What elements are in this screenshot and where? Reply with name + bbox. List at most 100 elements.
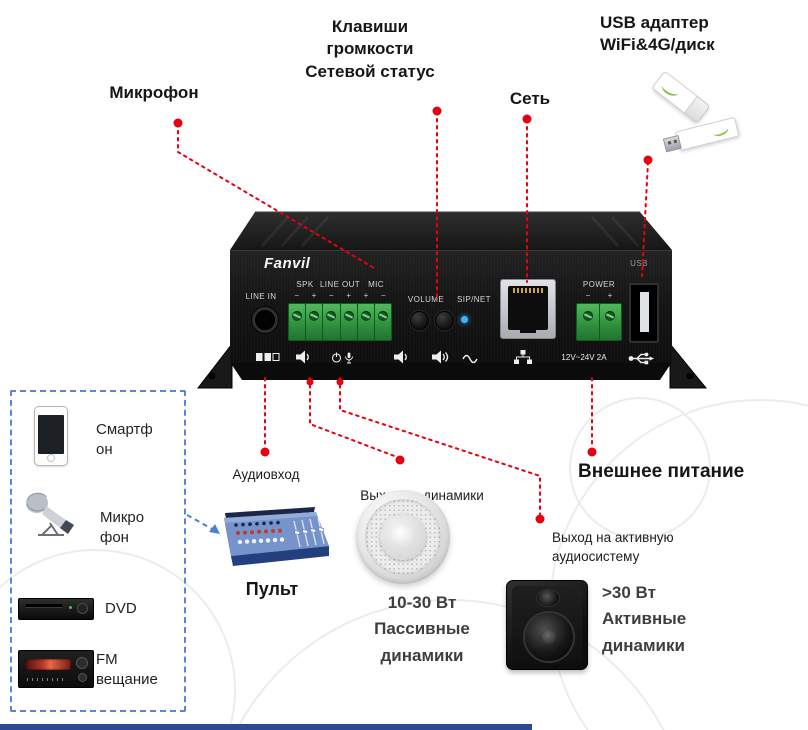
fm-dial-display: [25, 659, 71, 670]
volume-down-button: [410, 311, 429, 330]
line-out-label: LINE OUT: [319, 280, 361, 289]
power-label: POWER: [582, 280, 616, 289]
device-fanvil-paging-gateway: Fanvil LINE IN SPK LINE OUT MIC − + − + …: [196, 208, 708, 392]
active-speaker-image: [506, 580, 588, 670]
ethernet-port-slot: [508, 286, 548, 333]
network-nodes-icon: [514, 350, 532, 364]
polarity-mark: −: [585, 291, 591, 300]
brand-logo: Fanvil: [264, 255, 311, 272]
passive-ceiling-speaker-image: [356, 490, 450, 584]
spk-label: SPK: [296, 280, 314, 289]
audio-wave-icon: [462, 354, 478, 364]
dongle-logo: [711, 122, 730, 139]
passive-line3: динамики: [380, 645, 464, 665]
callout-usb-adapter: USB адаптер WiFi&4G/диск: [600, 12, 800, 57]
mic-symbol-icon: [344, 352, 354, 364]
terminal-pin: [577, 304, 599, 340]
mixer-console-image: [224, 507, 329, 566]
mic-label: MIC: [368, 280, 384, 289]
footer-accent-bar: [0, 724, 532, 730]
callout-microphone: Микрофон: [109, 83, 199, 102]
usb-trident-icon: [628, 352, 654, 365]
device-front-panel: Fanvil LINE IN SPK LINE OUT MIC − + − + …: [230, 250, 672, 365]
source-label-fm: FM вещание: [96, 651, 158, 689]
power-terminal-block: [576, 303, 622, 341]
passive-line2: Пассивные: [374, 619, 470, 639]
usb-4g-dongle: [662, 116, 740, 152]
fm-tuner-image: [18, 650, 94, 688]
sip-net-label: SIP/NET: [457, 295, 491, 304]
fm-scale-ticks: [27, 678, 67, 681]
audio-sources-group: Смартфон Микрофон DVD FM вещание: [10, 390, 186, 712]
dongle-logo: [660, 79, 682, 99]
power-polarity-row: − +: [577, 291, 621, 300]
terminal-pin: [289, 304, 306, 340]
passive-line1: 10-30 Вт: [387, 593, 457, 612]
spk-lineout-mic-terminal-block: [288, 303, 392, 341]
loud-speaker-icon: [432, 350, 452, 364]
dvd-player-image: [18, 598, 94, 620]
speaker-woofer: [523, 611, 575, 663]
terminal-pin: [323, 304, 340, 340]
polarity-mark: −: [328, 291, 334, 300]
dvd-knob: [77, 603, 88, 614]
ethernet-port: [500, 279, 556, 339]
label-mixer: Пульт: [245, 579, 299, 599]
active-line2: Активные: [602, 609, 687, 629]
left-ear-screw-hole: [208, 372, 216, 380]
usb-wifi-dongle: [651, 70, 711, 124]
speaker-icon: [296, 350, 312, 364]
sip-net-led: [461, 316, 468, 323]
dvd-led: [69, 606, 72, 609]
power-rating-label: 12V~24V 2A: [561, 353, 607, 362]
active-output-line1: Выход на активную: [552, 530, 674, 545]
volume-label: VOLUME: [407, 295, 445, 304]
source-label-microphone: Микрофон: [100, 509, 145, 547]
fm-knob: [76, 657, 88, 669]
ethernet-port-pins: [513, 288, 543, 293]
callout-network: Сеть: [509, 89, 551, 108]
usb-port: [629, 283, 659, 343]
polarity-mark: −: [380, 291, 386, 300]
callout-audio-input: Аудиовход: [232, 467, 300, 482]
usb-port-tongue: [639, 292, 649, 332]
source-label-dvd: DVD: [105, 600, 137, 617]
source-label-smartphone: Смартфон: [96, 421, 153, 459]
smartphone-home-button: [47, 454, 55, 462]
polarity-mark: +: [607, 291, 613, 300]
dongle-cap: [683, 95, 711, 124]
line-in-label: LINE IN: [245, 292, 277, 301]
polarity-mark: +: [346, 291, 351, 300]
line-in-jack: [252, 307, 278, 333]
usb-adapter-line2: WiFi&4G/диск: [600, 35, 715, 55]
smartphone-image: [34, 406, 68, 466]
label-active-speakers: >30 Вт Активные динамики: [602, 580, 752, 659]
active-output-line2: аудиосистему: [552, 548, 640, 564]
callout-active-output: Выход на активную аудиосистему: [552, 529, 736, 567]
callout-volume-keys-status: Клавиши громкости Сетевой статус: [288, 16, 452, 83]
right-mounting-ear: [669, 342, 708, 389]
fm-knob: [78, 673, 87, 682]
callout-volume-keys: Клавиши громкости: [326, 17, 414, 59]
speaker-dome: [390, 524, 416, 550]
polarity-mark: +: [311, 291, 317, 300]
microphone-image: [20, 490, 86, 540]
active-line3: динамики: [602, 635, 685, 655]
smartphone-screen: [38, 415, 64, 454]
active-line1: >30 Вт: [602, 583, 656, 602]
power-symbol-icon: [331, 352, 342, 363]
terminal-pin: [599, 304, 621, 340]
dongle-usb-connector: [662, 134, 682, 152]
usb-adapter-line1: USB адаптер: [600, 13, 709, 32]
terminal-polarity-row: − + − + + −: [288, 291, 392, 300]
line-level-icon: [256, 351, 280, 363]
device-bottom-lip: [230, 362, 672, 380]
terminal-pin: [357, 304, 374, 340]
label-passive-speakers: 10-30 Вт Пассивные динамики: [328, 590, 516, 669]
terminal-pin: [340, 304, 357, 340]
usb-dongles-image: [638, 70, 800, 168]
volume-up-button: [435, 311, 454, 330]
polarity-mark: −: [294, 291, 299, 300]
dvd-disc-slot: [26, 604, 62, 607]
